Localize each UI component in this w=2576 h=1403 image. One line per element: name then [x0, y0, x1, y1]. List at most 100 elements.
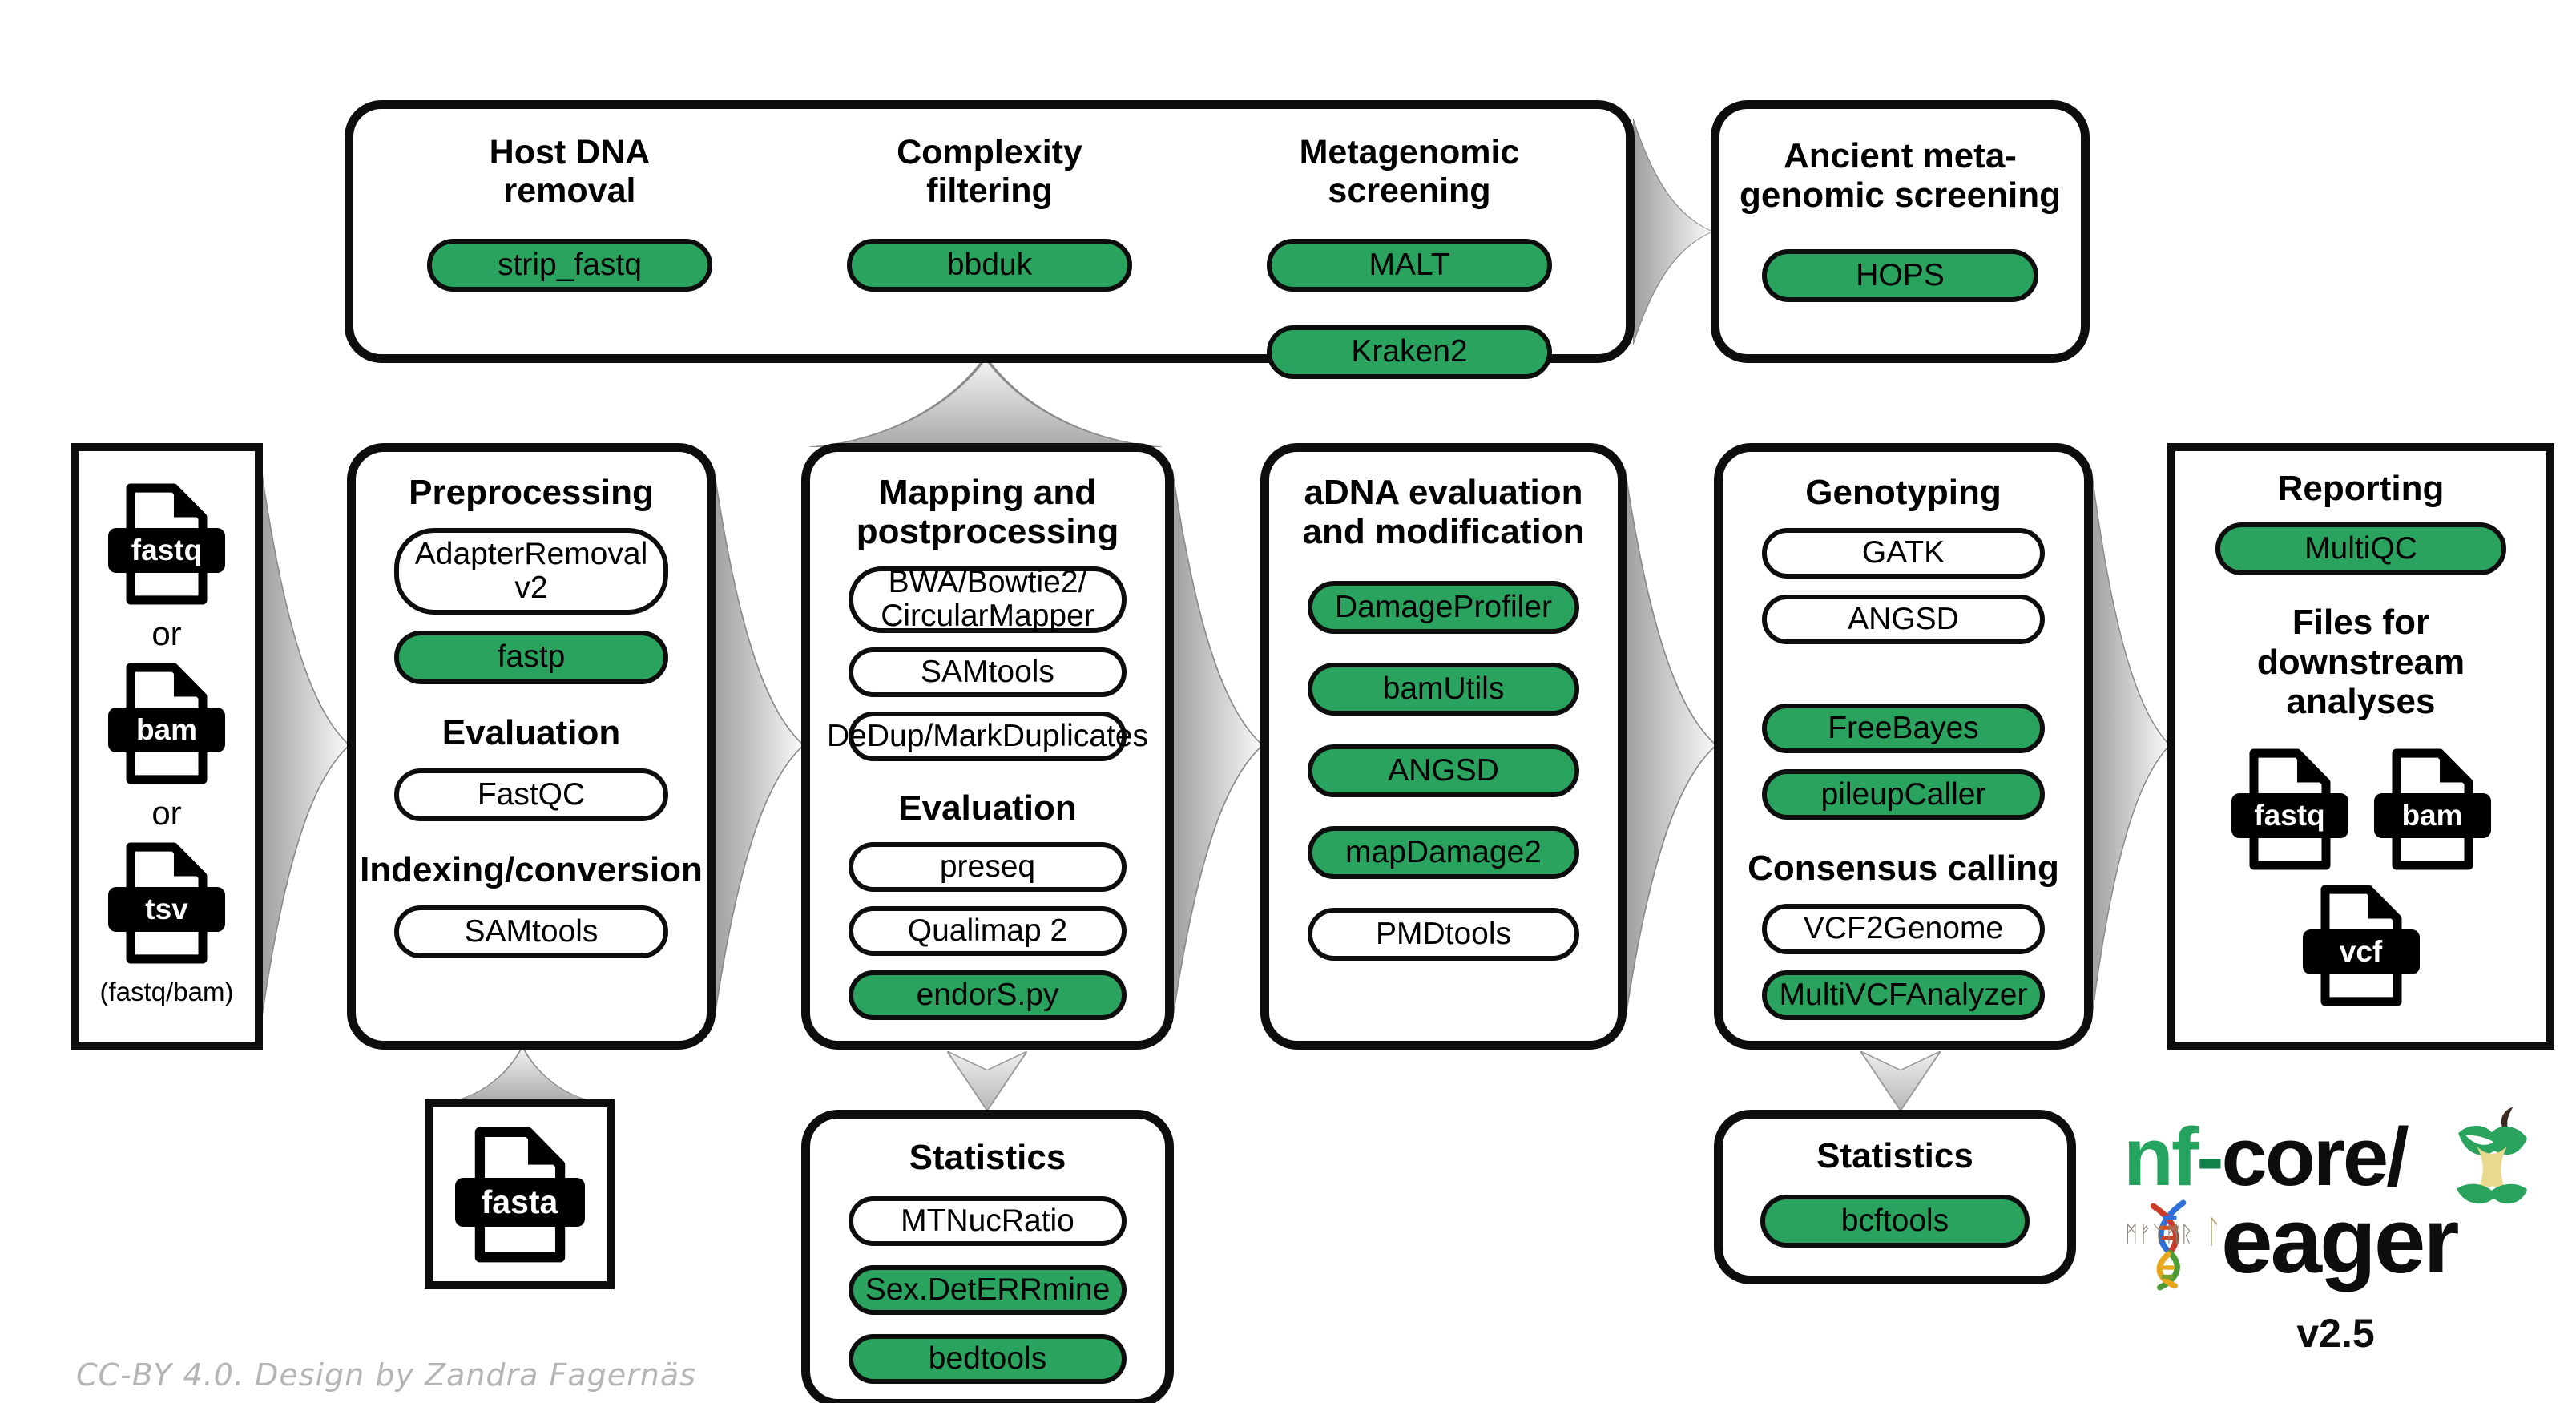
fasta-reference-box: fasta: [425, 1099, 615, 1289]
box-content: Host DNA removal strip_fastq Complexity fi…: [353, 109, 1626, 379]
license-credit: CC-BY 4.0. Design by Zandra Fagernäs: [76, 1357, 696, 1393]
bam-file-icon: bam: [2373, 748, 2491, 870]
section-header: Mapping and postprocessing: [856, 473, 1119, 552]
flow-arrow-genotyping-to-reporting: [2091, 469, 2170, 1022]
section-header: Genotyping: [1805, 473, 2002, 512]
box-content: fastq or bam or tsv (fastq/bam): [79, 451, 255, 1042]
section-header: Host DNA removal: [489, 133, 651, 211]
input-caption: (fastq/bam): [99, 977, 234, 1006]
box-content: Statistics bcftools: [1723, 1119, 2067, 1276]
section-header: Evaluation: [441, 712, 621, 752]
file-row: fastq bam: [2231, 748, 2491, 870]
tool-pill-angsd: ANGSD: [1761, 594, 2046, 645]
vcf-file-icon: vcf: [2302, 885, 2420, 1006]
flow-arrow-mapping-to-adna: [1172, 469, 1263, 1022]
file-label: fastq: [108, 528, 225, 573]
tool-pill-bwa-bowtie2-circularmapper: BWA/Bowtie2/ CircularMapper: [849, 565, 1127, 633]
flow-arrow-screening-to-ancient: [1633, 119, 1713, 345]
bam-file-icon: bam: [108, 663, 225, 784]
tool-pill-fastqc: FastQC: [393, 768, 669, 821]
tool-pill-samtools: SAMtools: [393, 905, 669, 959]
flow-arrow-genotyping-to-statistics: [1860, 1051, 1941, 1111]
section-header: Evaluation: [898, 788, 1077, 828]
file-label: bam: [108, 708, 225, 752]
file-label: tsv: [108, 887, 225, 932]
app-name: eager: [2221, 1188, 2460, 1292]
file-label: vcf: [2302, 929, 2420, 975]
tool-pill-fastp: fastp: [393, 631, 669, 684]
tool-pill-bbduk: bbduk: [846, 239, 1133, 292]
tool-pill-gatk: GATK: [1761, 528, 2046, 579]
statistics-genotyping-box: Statistics bcftools: [1714, 1110, 2076, 1284]
flow-arrow-mapping-to-statistics: [947, 1051, 1027, 1111]
tool-pill-mtnucratio: MTNucRatio: [849, 1196, 1127, 1247]
or-label: or: [151, 615, 182, 652]
brand-wordmark: nf-core/: [2123, 1110, 2409, 1204]
tool-pill-sex-deterrmine: Sex.DetERRmine: [849, 1265, 1127, 1316]
tool-pill-angsd: ANGSD: [1307, 744, 1580, 797]
tool-pill-strip-fastq: strip_fastq: [426, 239, 713, 292]
section-header: Statistics: [909, 1138, 1066, 1177]
section-header: Statistics: [1816, 1136, 1973, 1175]
tool-pill-hops: HOPS: [1761, 248, 2039, 302]
tool-pill-endors-py: endorS.py: [849, 970, 1127, 1020]
screening-column: Host DNA removal strip_fastq: [360, 133, 780, 330]
section-header: Complexity filtering: [897, 133, 1082, 211]
section-header: Consensus calling: [1748, 848, 2059, 888]
fasta-file-icon: fasta: [454, 1127, 585, 1263]
tool-pill-qualimap-2: Qualimap 2: [849, 906, 1127, 956]
flow-arrow-preprocessing-to-mapping: [714, 469, 804, 1022]
tool-list: strip_fastq: [360, 239, 780, 292]
flow-arrow-mapping-to-screening: [809, 357, 1162, 447]
tool-pill-dedup-markduplicates: DeDup/MarkDuplicates: [827, 711, 1148, 761]
section-header: Files for downstream analyses: [2256, 603, 2465, 721]
screening-box: Host DNA removal strip_fastq Complexity fi…: [345, 100, 1635, 379]
tool-pill-multiqc: MultiQC: [2215, 522, 2507, 576]
box-content: fasta: [433, 1107, 607, 1281]
tool-pill-preseq: preseq: [849, 842, 1127, 892]
screening-column: Complexity filtering bbduk: [780, 133, 1199, 330]
flow-arrow-adna-to-genotyping: [1625, 469, 1716, 1022]
version-label: v2.5: [2296, 1311, 2375, 1356]
brand-core-text: core/: [2221, 1111, 2409, 1203]
input-files-box: fastq or bam or tsv (fastq/bam): [71, 443, 263, 1050]
brand-dash: -: [2196, 1111, 2223, 1203]
tool-list: bbduk: [780, 239, 1199, 292]
section-header: Preprocessing: [409, 473, 654, 512]
or-label: or: [151, 794, 182, 832]
nf-core-eager-logo: nf-core/ ᛗᚠᛉᛗᚱ ᛚ eager v2.5: [2123, 1107, 2576, 1374]
tool-pill-multivcfanalyzer: MultiVCFAnalyzer: [1761, 970, 2046, 1020]
tool-pill-samtools: SAMtools: [849, 647, 1127, 697]
tool-pill-freebayes: FreeBayes: [1761, 704, 2046, 754]
tool-pill-damageprofiler: DamageProfiler: [1307, 580, 1580, 634]
dna-helix-icon: [2150, 1199, 2187, 1291]
section-header: Ancient meta- genomic screening: [1739, 136, 2061, 216]
file-label: bam: [2373, 793, 2491, 839]
section-header: Reporting: [2277, 469, 2445, 508]
tool-pill-vcf2genome: VCF2Genome: [1761, 904, 2046, 954]
tool-pill-bcftools: bcftools: [1760, 1195, 2030, 1248]
flow-arrow-fasta-to-preprocessing: [442, 1046, 603, 1103]
flow-arrow-input-to-preprocessing: [261, 469, 349, 1022]
rune-text-left: ᛗᚠᛉᛗᚱ: [2125, 1222, 2194, 1247]
file-label: fastq: [2231, 793, 2348, 839]
section-header: Indexing/conversion: [360, 849, 703, 889]
tool-pill-bamutils: bamUtils: [1307, 662, 1580, 716]
tsv-file-icon: tsv: [108, 842, 225, 964]
section-header: aDNA evaluation and modification: [1302, 473, 1585, 552]
file-label: fasta: [454, 1177, 585, 1227]
